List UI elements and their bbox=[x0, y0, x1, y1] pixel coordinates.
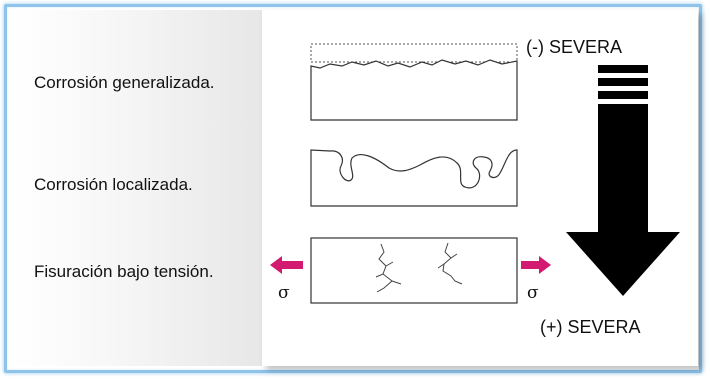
severity-bar-2 bbox=[598, 78, 648, 86]
stress-arrow-left bbox=[270, 256, 303, 274]
severity-high-label: (+) SEVERA bbox=[540, 317, 641, 337]
severity-low-label: (-) SEVERA bbox=[526, 37, 623, 57]
severity-bar-1 bbox=[598, 65, 648, 73]
label-stress-cracking: Fisuración bajo tensión. bbox=[34, 262, 214, 281]
crack-right-branch bbox=[450, 253, 458, 259]
original-surface-outline bbox=[310, 43, 518, 63]
crack-left bbox=[376, 243, 393, 293]
label-localized-corrosion: Corrosión localizada. bbox=[34, 175, 193, 194]
sigma-right: σ bbox=[527, 283, 539, 303]
stress-cracking-block bbox=[310, 237, 518, 304]
crack-left-branch-3 bbox=[391, 280, 402, 285]
crack-right bbox=[442, 242, 463, 285]
crack-right-branch-2 bbox=[437, 263, 445, 269]
stress-arrow-right bbox=[521, 256, 551, 274]
label-general-corrosion: Corrosión generalizada. bbox=[34, 73, 215, 92]
crack-left-branch-2 bbox=[375, 273, 384, 278]
sigma-left: σ bbox=[278, 283, 290, 303]
general-corrosion-block bbox=[310, 59, 518, 121]
severity-arrow bbox=[566, 104, 680, 296]
crack-left-branch bbox=[385, 261, 394, 267]
severity-bar-3 bbox=[598, 91, 648, 99]
label-panel bbox=[10, 10, 262, 366]
localized-corrosion-block bbox=[310, 149, 518, 207]
